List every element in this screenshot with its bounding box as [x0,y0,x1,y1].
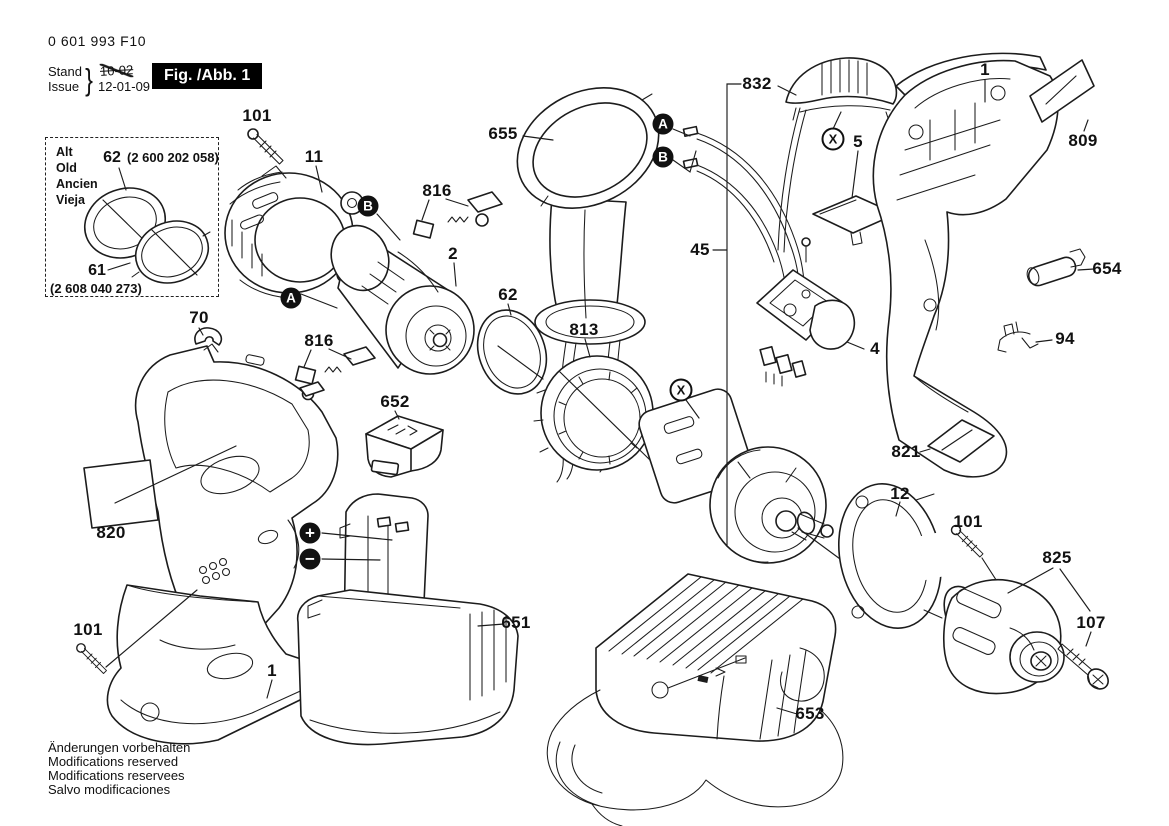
sticker-821 [919,419,995,463]
callout-101-top: 101 [242,106,272,125]
housing-left-shell [134,343,339,649]
callout-655: 655 [488,124,518,143]
screw-107 [1057,631,1109,690]
footer-line-de: Änderungen vorbehalten [48,740,191,755]
footer-line-fr: Modifications reservees [48,768,185,783]
legacy-lang-es: Vieja [56,193,85,207]
document-part-number: 0 601 993 F10 [48,33,147,49]
stand-label: Stand [48,64,82,79]
callout-70: 70 [189,308,209,327]
badge-a-left: A [280,287,302,309]
badge-a-right: A [652,113,674,135]
badge-b-right: B [652,146,674,168]
legacy-lang-fr: Ancien [56,177,98,191]
dust-boot-655 [516,87,660,483]
legacy-code-61: (2 608 040 273) [50,281,142,296]
legacy-lang-en: Old [56,161,77,175]
bracket-line-45 [712,83,742,547]
battery-contact-strips [682,125,805,293]
badge-minus: − [299,548,321,570]
ring-gear-813 [533,338,654,471]
contact-plate-832 [777,57,898,253]
legacy-ring-61 [107,220,211,284]
badge-x-top: X [821,127,845,151]
callout-652: 652 [380,392,410,411]
legacy-callout-61: 61 [88,262,106,279]
sticker-820 [83,445,237,529]
footer-line-en: Modifications reserved [48,754,179,769]
bearing-plate-12 [837,483,955,629]
callout-101-bottom: 101 [73,620,103,639]
badge-plus: + [299,522,321,544]
callout-813: 813 [569,320,599,339]
issue-date-new: 12-01-09 [98,79,151,94]
bearing-bracket-11 [224,165,364,299]
callout-809: 809 [1068,131,1098,150]
legacy-code-62: (2 600 202 058) [127,150,219,165]
screw-101-bottom [76,589,198,675]
ring-62 [476,303,548,395]
callout-820: 820 [96,523,126,542]
callout-2: 2 [448,244,458,263]
callout-653: 653 [795,704,825,723]
badge-leaders [266,111,842,699]
callout-1-housing: 1 [980,60,990,79]
legacy-callout-62: 62 [103,149,121,166]
legacy-lang-de: Alt [56,145,73,159]
badge-x-motor: X [669,378,693,402]
callout-101-right: 101 [953,512,983,531]
battery-651 [296,493,519,746]
callout-825: 825 [1042,548,1072,567]
footer-line-es: Salvo modificaciones [48,782,171,797]
callout-654: 654 [1092,259,1122,278]
callout-821: 821 [891,442,921,461]
figure-label: Fig. /Abb. 1 [152,63,263,89]
callout-816-left: 816 [304,331,334,350]
charger-653 [595,573,837,742]
clip-70 [194,327,223,346]
old-version-box [45,137,219,297]
callout-651: 651 [501,613,531,632]
cap-652 [365,410,444,478]
gearbox-motor-x [638,388,875,585]
motor-2 [330,224,475,375]
callout-11: 11 [304,147,324,166]
sticker-809 [1029,59,1095,132]
callout-107: 107 [1076,613,1106,632]
callout-4: 4 [870,339,880,358]
bit-holder-654 [1026,248,1095,287]
screw-101-right [950,524,1001,587]
housing-right-shell-1 [872,52,1059,478]
callout-45: 45 [690,240,710,259]
carbon-brush-set-816-left [294,346,376,401]
callout-94: 94 [1055,329,1075,348]
issue-date-old: 10-02 [99,62,134,79]
callout-1-base: 1 [267,661,277,680]
power-cord [546,647,844,826]
clip-94 [997,321,1053,353]
chuck-825 [943,567,1091,695]
switch-4 [756,237,865,387]
callout-5: 5 [853,132,863,151]
issue-label: Issue [48,79,80,94]
housing-base-shell [106,584,320,745]
callout-12: 12 [890,484,910,503]
carbon-brush-set-816-top [412,191,503,239]
badge-b-left: B [357,195,379,217]
callout-832: 832 [742,74,772,93]
brace-glyph: } [85,62,93,97]
callout-62-mid: 62 [498,285,518,304]
callout-816-top: 816 [422,181,452,200]
